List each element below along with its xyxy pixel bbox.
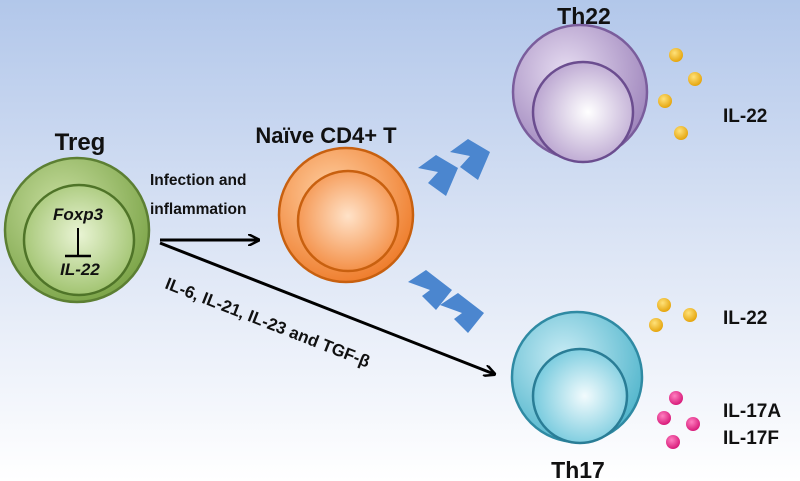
- naive-title: Naïve CD4+ T: [255, 123, 397, 148]
- th22-nucleus: [531, 60, 635, 164]
- th17-il17a-label: IL-17A: [723, 401, 781, 422]
- cytokine-arrow: [159, 241, 494, 374]
- infection-label-line1: Infection and: [150, 172, 246, 189]
- treg-gene-foxp3: Foxp3: [53, 205, 104, 224]
- il17-molecule: [669, 391, 683, 405]
- il17-molecule: [657, 411, 671, 425]
- il22-molecule: [658, 94, 672, 108]
- treg-cell: Treg Foxp3 IL-22: [3, 129, 151, 304]
- il17-molecule: [686, 417, 700, 431]
- il22-molecule: [683, 308, 697, 322]
- chevron-icon: [418, 155, 458, 196]
- th22-il22-label: IL-22: [723, 106, 767, 127]
- infection-label-line2: inflammation: [150, 201, 246, 218]
- naive-cd4-cell: Naïve CD4+ T: [255, 123, 415, 284]
- chevrons-to-th22: [418, 139, 490, 196]
- cytokine-label: IL-6, IL-21, IL-23 and TGF-β: [163, 274, 373, 371]
- chevron-icon: [440, 293, 484, 333]
- th17-nucleus: [531, 347, 629, 445]
- il22-molecule: [688, 72, 702, 86]
- th22-title: Th22: [557, 3, 611, 29]
- th17-il17-dots: [657, 391, 700, 449]
- th17-title: Th17: [551, 457, 605, 481]
- treg-gene-il22: IL-22: [60, 260, 100, 279]
- il22-molecule: [674, 126, 688, 140]
- chevrons-to-th17: [408, 270, 484, 333]
- naive-nucleus: [296, 169, 400, 273]
- treg-title: Treg: [55, 129, 106, 156]
- th17-il17f-label: IL-17F: [723, 428, 779, 449]
- il22-molecule: [657, 298, 671, 312]
- il17-molecule: [666, 435, 680, 449]
- chevron-icon: [408, 270, 452, 310]
- th22-cell: Th22: [511, 3, 649, 164]
- th17-il22-label: IL-22: [723, 308, 767, 329]
- th17-il22-dots: [649, 298, 697, 332]
- chevron-icon: [450, 139, 490, 180]
- th22-il22-dots: [658, 48, 702, 140]
- il22-molecule: [649, 318, 663, 332]
- th17-cell: Th17: [510, 310, 644, 481]
- il22-molecule: [669, 48, 683, 62]
- arrows: [159, 240, 494, 374]
